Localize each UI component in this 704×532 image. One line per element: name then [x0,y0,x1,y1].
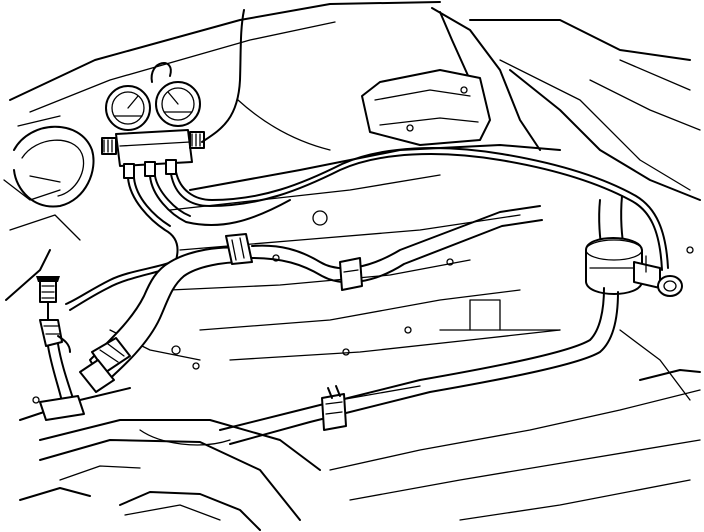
service-port [36,276,85,421]
service-hoses [65,9,669,311]
high-side-gauge [155,81,201,127]
suction-hose [79,205,543,393]
manifold-gauge-set [101,62,205,179]
liquid-line [139,287,619,446]
line-clamp [339,257,363,291]
low-side-gauge [105,85,151,131]
accumulator [585,195,683,297]
